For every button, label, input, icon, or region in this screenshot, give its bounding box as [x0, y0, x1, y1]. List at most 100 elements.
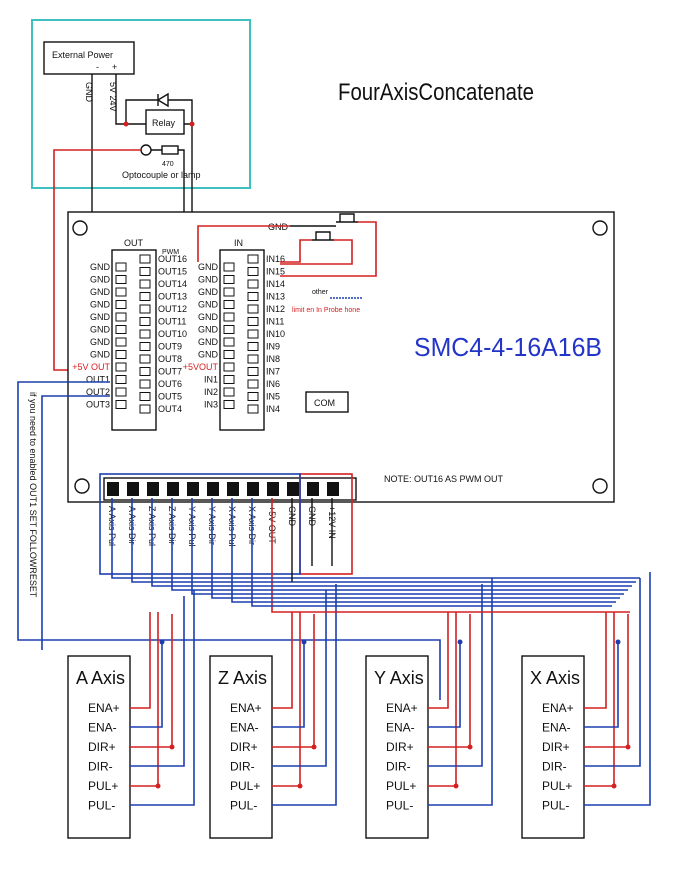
driver-pin-label: DIR- — [230, 760, 255, 774]
pin-socket — [139, 354, 151, 364]
junction-dot — [297, 783, 303, 789]
driver-name: A Axis — [76, 668, 125, 688]
in-left-pin-label: IN3 — [204, 400, 218, 410]
pin-socket — [139, 367, 151, 376]
driver-name: X Axis — [530, 668, 580, 688]
pul-plus-wire — [584, 612, 615, 787]
dir-minus-wire — [428, 584, 483, 767]
external-power-minus: - — [96, 62, 99, 72]
driver-box — [521, 655, 585, 839]
pin-socket — [247, 267, 259, 276]
junction-dot — [155, 783, 161, 789]
pin-socket — [247, 404, 259, 414]
out-right-pin-label: OUT4 — [158, 404, 182, 414]
pin-socket — [139, 267, 151, 276]
com-label: COM — [314, 398, 335, 408]
gnd-vertical-label: GND — [84, 82, 94, 103]
out-right-pin-label: OUT10 — [158, 329, 187, 339]
in-right-pins: IN16IN15IN14IN13IN12IN11IN10IN9IN8IN7IN6… — [247, 254, 285, 414]
driver-pin-label: DIR+ — [88, 740, 116, 754]
driver-pin-label: ENA+ — [542, 701, 574, 715]
in-right-pin-label: IN13 — [266, 292, 285, 302]
pin-socket — [115, 312, 127, 322]
mount-hole — [592, 478, 608, 494]
pin-socket — [223, 362, 235, 372]
terminal-screw — [187, 482, 199, 496]
terminal-screw — [287, 482, 299, 496]
driver-pin-label: ENA+ — [88, 701, 120, 715]
pin-socket — [247, 279, 259, 289]
in-right-pin-label: IN4 — [266, 404, 280, 414]
model-name: SMC4-4-16A16B — [414, 332, 602, 362]
in-right-pin-label: IN10 — [266, 329, 285, 339]
terminal-screw — [127, 482, 139, 496]
junction-dot — [457, 639, 463, 645]
in-left-pin-label: GND — [198, 325, 219, 335]
pul-minus-wire — [584, 572, 651, 806]
in-right-pin-label: IN5 — [266, 392, 280, 402]
driver-pin-label: ENA+ — [230, 701, 262, 715]
out-right-pin-label: OUT11 — [158, 317, 186, 327]
pin-socket — [115, 300, 127, 309]
out-right-pin-label: OUT7 — [158, 367, 182, 377]
out-right-pins: OUT16OUT15OUT14OUT13OUT12OUT11OUT10OUT9O… — [139, 254, 187, 414]
out-right-pin-label: OUT5 — [158, 392, 182, 402]
pin-socket — [139, 379, 151, 389]
terminal-screw — [307, 482, 319, 496]
pin-socket — [223, 350, 235, 359]
pin-socket — [223, 337, 235, 347]
pin-socket — [247, 329, 259, 339]
side-note: if you need to enabled OUT1 SET FOLLOWRE… — [28, 392, 38, 598]
terminal-screw — [167, 482, 179, 496]
pin-socket — [139, 392, 151, 401]
terminal-screw — [327, 482, 339, 496]
terminal-screw — [247, 482, 259, 496]
relay-box — [145, 109, 185, 135]
external-power-label: External Power — [52, 50, 113, 60]
pin-socket — [247, 304, 259, 314]
driver-pin-label: ENA- — [88, 721, 117, 735]
in-right-pin-label: IN14 — [266, 279, 285, 289]
board-note: NOTE: OUT16 AS PWM OUT — [384, 474, 504, 484]
signal-bus-wire — [191, 498, 624, 595]
resistor-icon — [161, 145, 179, 155]
out-left-pin-label: OUT2 — [86, 387, 110, 397]
pin-socket — [139, 342, 151, 351]
driver-pin-label: PUL+ — [386, 779, 416, 793]
external-power-box — [43, 41, 135, 75]
diode-icon — [156, 92, 169, 108]
in-left-pin-label: GND — [198, 275, 219, 285]
com-box — [305, 391, 349, 413]
external-power-section — [31, 19, 251, 189]
out-left-pin-label: GND — [90, 287, 111, 297]
driver-pin-label: ENA- — [230, 721, 259, 735]
signal-terminal-highlight — [99, 473, 301, 575]
driver-pin-label: ENA- — [386, 721, 415, 735]
pin-socket — [223, 300, 235, 309]
ena-minus-wire — [272, 642, 305, 728]
pin-socket — [139, 292, 151, 301]
signal-bus-wire — [171, 498, 628, 591]
out-right-pin-label: OUT9 — [158, 342, 182, 352]
driver-pin-label: DIR+ — [542, 740, 570, 754]
out-left-pin-label: +5V OUT — [72, 362, 110, 372]
pin-socket — [223, 275, 235, 284]
pin-socket — [247, 379, 259, 389]
out-left-pin-label: GND — [90, 325, 111, 335]
in-left-pin-label: GND — [198, 337, 219, 347]
driver-name: Z Axis — [218, 668, 267, 688]
dir-minus-wire — [130, 596, 185, 767]
driver-pin-label: ENA- — [542, 721, 571, 735]
driver-name: Y Axis — [374, 668, 424, 688]
pin-socket — [115, 337, 127, 347]
out-left-pin-label: GND — [90, 312, 111, 322]
mount-hole — [74, 478, 90, 494]
in-left-pin-label: GND — [198, 262, 219, 272]
driver-pin-label: PUL+ — [230, 779, 260, 793]
pul-minus-wire — [272, 584, 337, 806]
terminal-screw — [267, 482, 279, 496]
switch-icon — [336, 213, 358, 223]
pul-plus-wire — [428, 612, 457, 787]
optocouple-label: Optocouple or lamp — [122, 170, 201, 180]
probe-label: limit en In Probe hone — [292, 307, 360, 314]
